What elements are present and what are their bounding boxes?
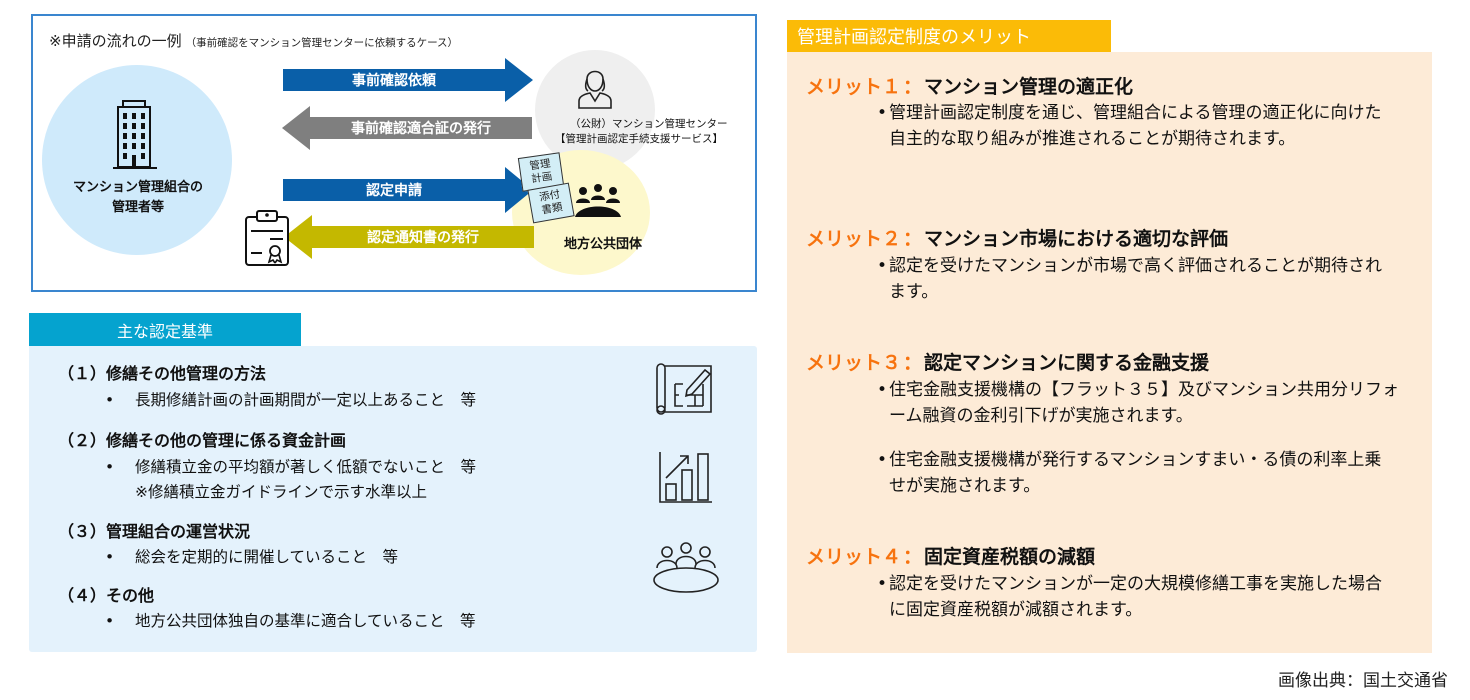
criteria-note-2: ※修繕積立金ガイドラインで示す水準以上 [135, 483, 427, 501]
flow-title-main: ※申請の流れの一例 [49, 32, 182, 50]
flow-subtitle: （事前確認をマンション管理センターに依頼するケース） [185, 37, 459, 49]
merit-paragraph: 認定を受けたマンションが一定の大規模修繕工事を実施した場合に固定資産税額が減額さ… [889, 574, 1382, 620]
bullet: • [877, 574, 888, 594]
merit-3-text-1: •住宅金融支援機構の【フラット３５】及びマンション共用分リフォーム融資の金利引下… [877, 377, 1409, 429]
merit-title-text: マンション管理の適正化 [924, 76, 1134, 98]
merit-paragraph: 住宅金融支援機構が発行するマンションすまい・る債の利率上乗せが実施されます。 [889, 450, 1382, 496]
criteria-bullet-text: 修繕積立金の平均額が著しく低額でないこと 等 [135, 458, 477, 476]
arrow-certification-notice [284, 215, 534, 259]
certificate-clipboard-icon [245, 210, 289, 266]
blueprint-icon [656, 363, 712, 415]
arrow-label-compliance-certificate: 事前確認適合証の発行 [351, 121, 491, 137]
manager-label-line1: マンション管理組合の [72, 180, 203, 195]
merit-1-text: •管理計画認定制度を通じ、管理組合による管理の適正化に向けた自主的な取り組みが推… [877, 100, 1389, 152]
local-government-label: 地方公共団体 [563, 237, 642, 252]
merits-panel: メリット１：マンション管理の適正化 •管理計画認定制度を通じ、管理組合による管理… [787, 52, 1432, 653]
merit-number: メリット１ [806, 76, 902, 98]
person-icon [578, 70, 612, 109]
building-icon [113, 100, 157, 169]
merit-title-text: 固定資産税額の減額 [924, 546, 1096, 568]
bullet: • [877, 450, 888, 470]
merit-paragraph: 管理計画認定制度を通じ、管理組合による管理の適正化に向けた自主的な取り組みが推進… [889, 103, 1382, 149]
criteria-bullet-2: • 修繕積立金の平均額が著しく低額でないこと 等 [105, 455, 476, 477]
bar-chart-growth-icon [659, 452, 712, 503]
document-card-attachments: 添付 書類 [527, 182, 575, 224]
criteria-bullet-4: • 地方公共団体独自の基準に適合していること 等 [105, 609, 476, 631]
merit-paragraph: 認定を受けたマンションが市場で高く評価されることが期待されます。 [889, 256, 1382, 302]
merit-2-title: メリット２：マンション市場における適切な評価 [806, 224, 1228, 251]
criteria-heading-4: （４）その他 [58, 586, 155, 605]
merit-4-text: •認定を受けたマンションが一定の大規模修繕工事を実施した場合に固定資産税額が減額… [877, 571, 1389, 623]
criteria-bullet-1: • 長期修繕計画の計画期間が一定以上あること 等 [105, 388, 476, 410]
bullet: • [877, 103, 888, 123]
management-center-circle [535, 50, 655, 170]
manager-label-line2: 管理者等 [111, 200, 164, 215]
merit-number: メリット３ [806, 352, 902, 374]
merit-paragraph: 住宅金融支援機構の【フラット３５】及びマンション共用分リフォーム融資の金利引下げ… [889, 380, 1399, 426]
merit-3-text-2: •住宅金融支援機構が発行するマンションすまい・る債の利率上乗せが実施されます。 [877, 447, 1389, 499]
merits-header: 管理計画認定制度のメリット [787, 20, 1111, 52]
manager-label: マンション管理組合の 管理者等 [58, 178, 218, 218]
criteria-heading-3: （３）管理組合の運営状況 [58, 522, 251, 541]
arrow-label-certification-application: 認定申請 [366, 183, 422, 199]
merit-separator: ： [903, 352, 923, 374]
center-label-line2: 【管理計画認定手続支援サービス】 [555, 133, 723, 145]
merit-4-title: メリット４：固定資産税額の減額 [806, 542, 1095, 569]
merit-number: メリット２ [806, 228, 902, 250]
arrow-certification-application [283, 167, 533, 213]
criteria-heading-2: （２）修繕その他の管理に係る資金計画 [58, 431, 347, 450]
center-label-line1: （公財）マンション管理センター [570, 118, 728, 130]
management-center-label: （公財）マンション管理センター 【管理計画認定手続支援サービス】 [555, 117, 755, 147]
merit-1-title: メリット１：マンション管理の適正化 [806, 72, 1133, 99]
merit-3-title: メリット３：認定マンションに関する金融支援 [806, 348, 1209, 375]
arrow-label-certification-notice: 認定通知書の発行 [367, 230, 479, 246]
criteria-heading-1: （１）修繕その他管理の方法 [58, 364, 267, 383]
bullet: • [877, 380, 888, 400]
merit-separator: ： [903, 546, 923, 568]
arrow-label-pre-check-request: 事前確認依頼 [352, 73, 436, 89]
manager-circle [42, 65, 232, 255]
arrow-shape [283, 58, 533, 102]
criteria-bullet-text: 地方公共団体独自の基準に適合していること 等 [135, 612, 476, 630]
image-credit: 画像出典：国土交通省 [1278, 671, 1448, 691]
arrow-pre-check-request [283, 58, 533, 102]
criteria-bullet-text: 長期修繕計画の計画期間が一定以上あること 等 [135, 391, 477, 409]
bullet: • [105, 548, 115, 566]
merit-title-text: 認定マンションに関する金融支援 [924, 352, 1210, 374]
bullet: • [105, 612, 115, 630]
group-people-icon [575, 184, 621, 217]
arrow-compliance-certificate [282, 106, 532, 150]
criteria-bullet-3: • 総会を定期的に開催していること 等 [105, 545, 398, 567]
merit-separator: ： [903, 76, 923, 98]
bullet: • [105, 458, 115, 476]
bullet: • [877, 256, 888, 276]
merit-number: メリット４ [806, 546, 902, 568]
criteria-bullet-text: 総会を定期的に開催していること 等 [135, 548, 399, 566]
arrow-shape [283, 167, 533, 213]
merit-title-text: マンション市場における適切な評価 [924, 228, 1229, 250]
criteria-header: 主な認定基準 [29, 313, 301, 346]
bullet: • [105, 391, 115, 409]
arrow-shape [284, 215, 534, 259]
criteria-panel [29, 346, 757, 652]
merit-separator: ： [903, 228, 923, 250]
merit-2-text: •認定を受けたマンションが市場で高く評価されることが期待されます。 [877, 253, 1389, 305]
arrow-shape [282, 106, 532, 150]
meeting-icon [653, 542, 719, 593]
flow-title: ※申請の流れの一例（事前確認をマンション管理センターに依頼するケース） [49, 30, 458, 51]
